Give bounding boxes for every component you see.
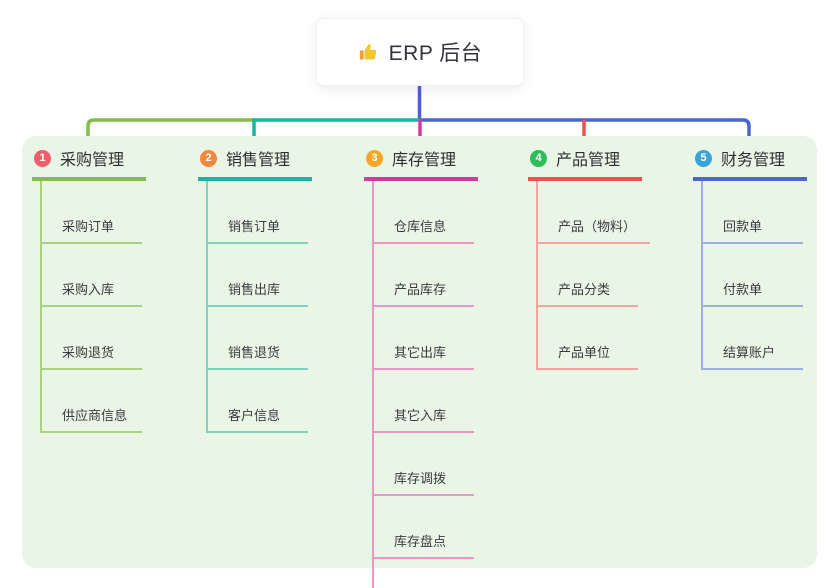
branch-number-badge: 3 bbox=[366, 149, 383, 167]
branch: 1 采购管理 采购订单采购入库采购退货供应商信息 bbox=[32, 146, 146, 433]
child-node[interactable]: 客户信息 bbox=[208, 370, 308, 433]
branch-number-badge: 1 bbox=[34, 149, 51, 167]
child-node[interactable]: 产品库存 bbox=[374, 244, 474, 307]
branch-children: 回款单付款单结算账户 bbox=[701, 181, 803, 370]
child-node[interactable]: 结算账户 bbox=[703, 307, 803, 370]
child-node[interactable]: 仓库信息 bbox=[374, 181, 474, 244]
child-node[interactable]: 采购退货 bbox=[42, 307, 142, 370]
branch-label: 库存管理 bbox=[392, 152, 457, 169]
branch: 2 销售管理 销售订单销售出库销售退货客户信息 bbox=[198, 146, 312, 433]
child-node[interactable]: 库存盘点 bbox=[374, 496, 474, 559]
child-node[interactable]: 产品单位 bbox=[538, 307, 638, 370]
child-node[interactable]: 回款单 bbox=[703, 181, 803, 244]
branch-heading[interactable]: 4 产品管理 bbox=[528, 146, 642, 181]
child-node[interactable]: 销售订单 bbox=[208, 181, 308, 244]
branch-heading[interactable]: 1 采购管理 bbox=[32, 146, 146, 181]
branch-children: 仓库信息产品库存其它出库其它入库库存调拨库存盘点出库库明细 bbox=[372, 181, 474, 588]
root-title: ERP 后台 bbox=[388, 42, 483, 65]
child-node[interactable]: 供应商信息 bbox=[42, 370, 142, 433]
branch-heading[interactable]: 5 财务管理 bbox=[693, 146, 807, 181]
branch: 4 产品管理 产品（物料）产品分类产品单位 bbox=[528, 146, 651, 370]
child-node[interactable]: 其它入库 bbox=[374, 370, 474, 433]
branch-label: 财务管理 bbox=[721, 152, 786, 169]
branch-number-badge: 4 bbox=[530, 149, 547, 167]
branch: 5 财务管理 回款单付款单结算账户 bbox=[693, 146, 807, 370]
branch-children: 产品（物料）产品分类产品单位 bbox=[536, 181, 651, 370]
branch-label: 销售管理 bbox=[226, 152, 291, 169]
child-node[interactable]: 出库库明细 bbox=[374, 559, 474, 588]
child-node[interactable]: 付款单 bbox=[703, 244, 803, 307]
child-node[interactable]: 产品（物料） bbox=[538, 181, 651, 244]
child-node[interactable]: 其它出库 bbox=[374, 307, 474, 370]
branch-heading[interactable]: 3 库存管理 bbox=[364, 146, 478, 181]
branch-number-badge: 5 bbox=[695, 149, 712, 167]
mindmap-panel: 1 采购管理 采购订单采购入库采购退货供应商信息 2 销售管理 销售订单销售出库… bbox=[22, 136, 817, 588]
branch-number-badge: 2 bbox=[200, 149, 217, 167]
branch: 3 库存管理 仓库信息产品库存其它出库其它入库库存调拨库存盘点出库库明细 bbox=[364, 146, 478, 588]
root-node[interactable]: ERP 后台 bbox=[316, 18, 524, 86]
child-node[interactable]: 销售出库 bbox=[208, 244, 308, 307]
thumbs-up-icon bbox=[359, 44, 376, 60]
branch-label: 产品管理 bbox=[556, 152, 621, 169]
child-node[interactable]: 销售退货 bbox=[208, 307, 308, 370]
branch-label: 采购管理 bbox=[60, 152, 125, 169]
branch-children: 采购订单采购入库采购退货供应商信息 bbox=[40, 181, 142, 433]
child-node[interactable]: 产品分类 bbox=[538, 244, 638, 307]
child-node[interactable]: 采购订单 bbox=[42, 181, 142, 244]
child-node[interactable]: 采购入库 bbox=[42, 244, 142, 307]
child-node[interactable]: 库存调拨 bbox=[374, 433, 474, 496]
branch-children: 销售订单销售出库销售退货客户信息 bbox=[206, 181, 308, 433]
branch-heading[interactable]: 2 销售管理 bbox=[198, 146, 312, 181]
